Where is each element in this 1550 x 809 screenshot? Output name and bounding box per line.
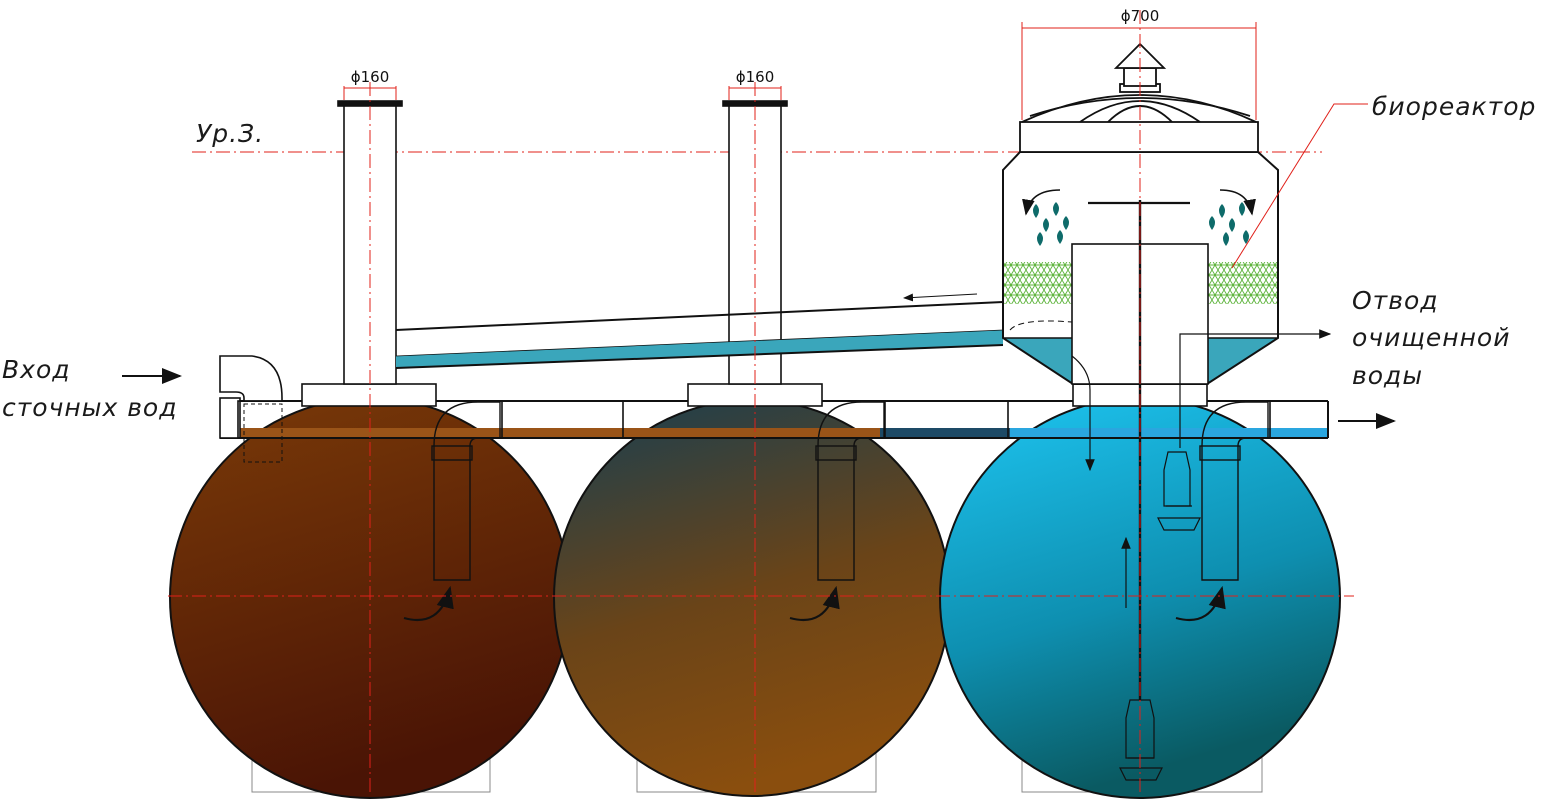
dimension-riser-2: ϕ160 bbox=[728, 68, 782, 100]
inlet-dip-pipe bbox=[243, 403, 283, 463]
bioreactor-leader-line bbox=[1231, 103, 1368, 269]
inlet-label-line-2: сточных вод bbox=[2, 393, 178, 422]
dimension-riser-1: ϕ160 bbox=[343, 68, 397, 100]
bio-media-right bbox=[1208, 262, 1277, 304]
dimension-label-bioreactor: ϕ700 bbox=[1121, 7, 1160, 25]
inlet-label-line-1: Вход bbox=[2, 355, 71, 384]
pump-lower bbox=[1119, 699, 1163, 781]
bioreactor-flow-arrows bbox=[1022, 189, 1256, 216]
dimension-label-riser-2: ϕ160 bbox=[736, 68, 775, 86]
outlet-label-line-3: воды bbox=[1352, 361, 1423, 390]
bioreactor-dome bbox=[1019, 42, 1259, 153]
dimension-bioreactor: ϕ700 bbox=[1021, 7, 1257, 120]
return-pipe bbox=[395, 293, 1004, 369]
outlet-label-line-2: очищенной bbox=[1352, 323, 1510, 352]
dimension-label-riser-1: ϕ160 bbox=[351, 68, 390, 86]
outlet-label-line-1: Отвод bbox=[1352, 286, 1439, 315]
bio-media-left bbox=[1004, 262, 1072, 304]
inlet-elbow bbox=[219, 355, 283, 439]
bioreactor-label: биореактор bbox=[1372, 92, 1536, 121]
pump-upper bbox=[1157, 451, 1201, 531]
overflow-pipes bbox=[431, 401, 1269, 581]
spray-drops bbox=[1033, 202, 1249, 246]
ground-level-label: Ур.З. bbox=[196, 119, 264, 148]
axis-lines bbox=[168, 10, 1354, 796]
tank-2-septic bbox=[553, 399, 951, 797]
flow-arrows bbox=[403, 585, 1226, 622]
